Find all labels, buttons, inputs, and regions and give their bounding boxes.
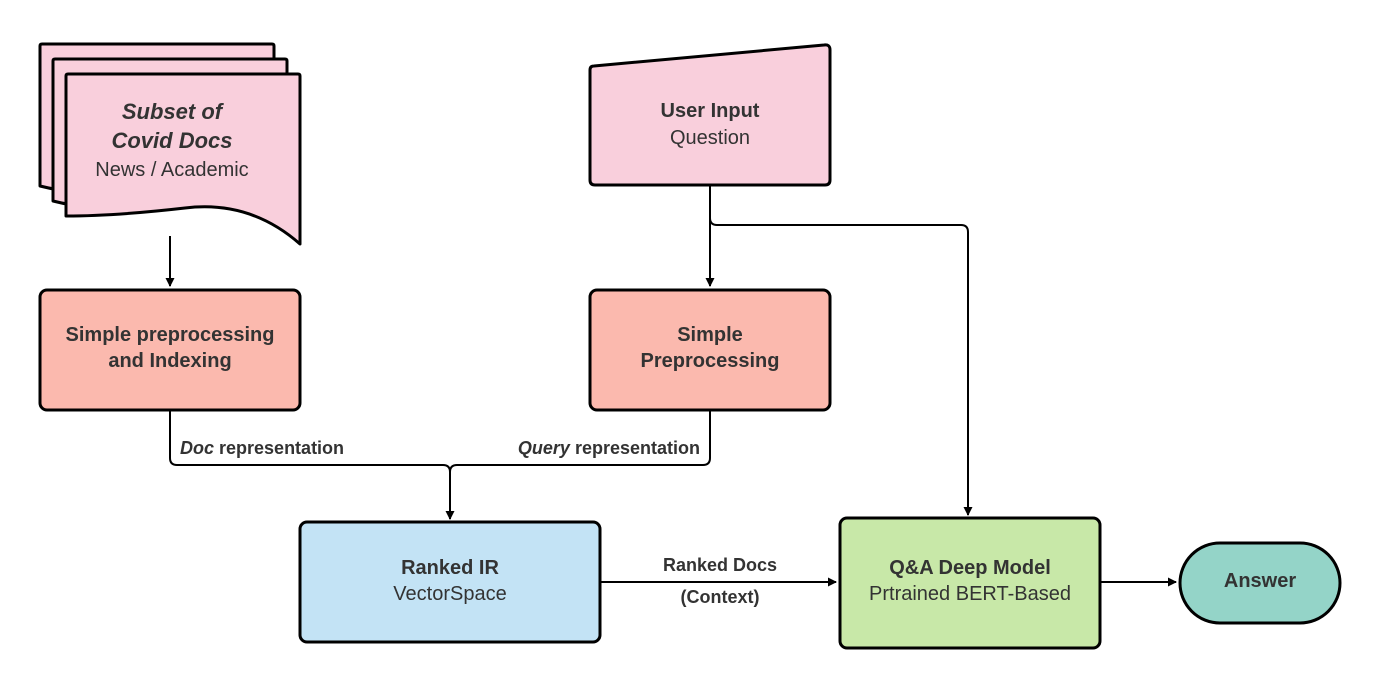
query-preprocess-node: Simple Preprocessing [588,288,832,412]
answer-label: Answer [1224,570,1296,592]
docs-node: Subset of Covid Docs News / Academic [38,42,302,246]
ranked-ir-box [298,520,602,644]
doc-preprocess-line1: Simple preprocessing [66,324,275,346]
query-representation-rest: representation [570,438,700,458]
docs-title-line2: Covid Docs [111,128,232,153]
query-representation-label: Query representation [518,438,700,458]
qa-model-title: Q&A Deep Model [889,557,1051,579]
context-label: (Context) [681,587,760,607]
doc-representation-emph: Doc [180,438,214,458]
ranked-ir-node: Ranked IR VectorSpace [298,520,602,644]
query-preprocess-line1: Simple [677,324,743,346]
docs-title-line1: Subset of [122,99,225,124]
user-input-title: User Input [661,100,760,122]
doc-representation-label: Doc representation [180,438,344,458]
query-representation-emph: Query [518,438,571,458]
docs-front-page [64,72,302,246]
ranked-docs-label: Ranked Docs [663,555,777,575]
edge-query-rep-to-ranked-ir [449,411,711,473]
edge-doc-rep-to-ranked-ir [169,411,455,520]
qa-model-box [838,516,1102,650]
doc-preprocess-line2: and Indexing [108,350,231,372]
qa-model-node: Q&A Deep Model Prtrained BERT-Based [838,516,1102,650]
user-input-node: User Input Question [588,43,832,187]
doc-preprocess-box [38,288,302,412]
answer-node: Answer [1178,541,1342,625]
doc-preprocess-node: Simple preprocessing and Indexing [38,288,302,412]
edge-user-input-to-qa-model [709,200,973,516]
qa-model-subtitle: Prtrained BERT-Based [869,583,1071,605]
answer-box [1178,541,1342,625]
query-preprocess-box [588,288,832,412]
doc-representation-rest: representation [214,438,344,458]
docs-subtitle: News / Academic [95,159,248,181]
ranked-ir-subtitle: VectorSpace [393,583,506,605]
user-input-subtitle: Question [670,127,750,149]
ranked-ir-title: Ranked IR [401,557,499,579]
user-input-box [588,43,832,187]
query-preprocess-line2: Preprocessing [641,350,780,372]
edges-layer [165,186,1177,587]
